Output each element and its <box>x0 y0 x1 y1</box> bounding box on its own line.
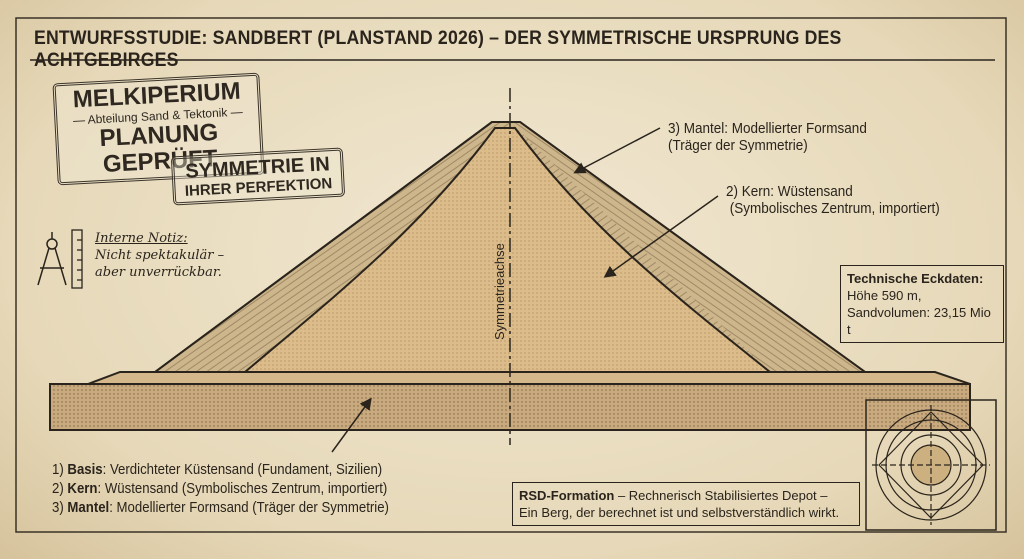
basis-arrow <box>331 397 372 453</box>
symbol-box <box>865 399 997 531</box>
layer-legend: 1) Basis: Verdichteter Küstensand (Funda… <box>52 460 389 517</box>
rsd-line: Ein Berg, der berechnet ist und selbstve… <box>519 505 840 520</box>
ruler-icon <box>71 229 83 289</box>
page-title: ENTWURFSSTUDIE: SANDBERT (PLANSTAND 2026… <box>34 28 842 71</box>
tech-heading: Technische Eckdaten: <box>847 271 984 286</box>
base-platform <box>87 371 971 385</box>
kern-layer <box>242 127 773 373</box>
axis-label: Symmetrieachse <box>492 243 507 340</box>
tech-line: Sandvolumen: 23,15 Mio t <box>847 305 991 337</box>
kern-callout: 2) Kern: Wüstensand (Symbolisches Zentru… <box>726 183 940 217</box>
rsd-formation-box: RSD-Formation – Rechnerisch Stabilisiert… <box>512 482 860 526</box>
mantel-callout: 3) Mantel: Modellierter Formsand (Träger… <box>668 120 867 154</box>
legend-item: 2) Kern: Wüstensand (Symbolisches Zentru… <box>52 480 388 497</box>
internal-note: Interne Notiz: Nicht spektakulär – aber … <box>95 230 224 281</box>
callout-line: 2) Kern: Wüstensand <box>726 183 853 200</box>
callout-line: 3) Mantel: Modellierter Formsand <box>668 120 867 137</box>
rsd-line: RSD-Formation – Rechnerisch Stabilisiert… <box>519 488 828 503</box>
callout-line: (Träger der Symmetrie) <box>668 137 808 154</box>
stamp-symmetrie: SYMMETRIE IN IHRER PERFEKTION <box>170 147 346 206</box>
callout-line: (Symbolisches Zentrum, importiert) <box>726 200 940 217</box>
kern-arrow <box>603 195 719 278</box>
geometric-symbol <box>872 405 990 525</box>
note-line: Nicht spektakulär – <box>95 248 225 263</box>
technical-data-box: Technische Eckdaten: Höhe 590 m, Sandvol… <box>840 265 1004 343</box>
compass-icon <box>37 232 67 286</box>
note-line: aber unverrückbar. <box>95 265 222 280</box>
tech-line: Höhe 590 m, <box>847 288 922 303</box>
frame <box>15 17 1007 533</box>
legend-item: 1) Basis: Verdichteter Küstensand (Funda… <box>52 461 383 478</box>
note-heading: Interne Notiz: <box>95 231 188 246</box>
legend-item: 3) Mantel: Modellierter Formsand (Träger… <box>52 499 389 516</box>
mantel-arrow <box>573 127 661 174</box>
